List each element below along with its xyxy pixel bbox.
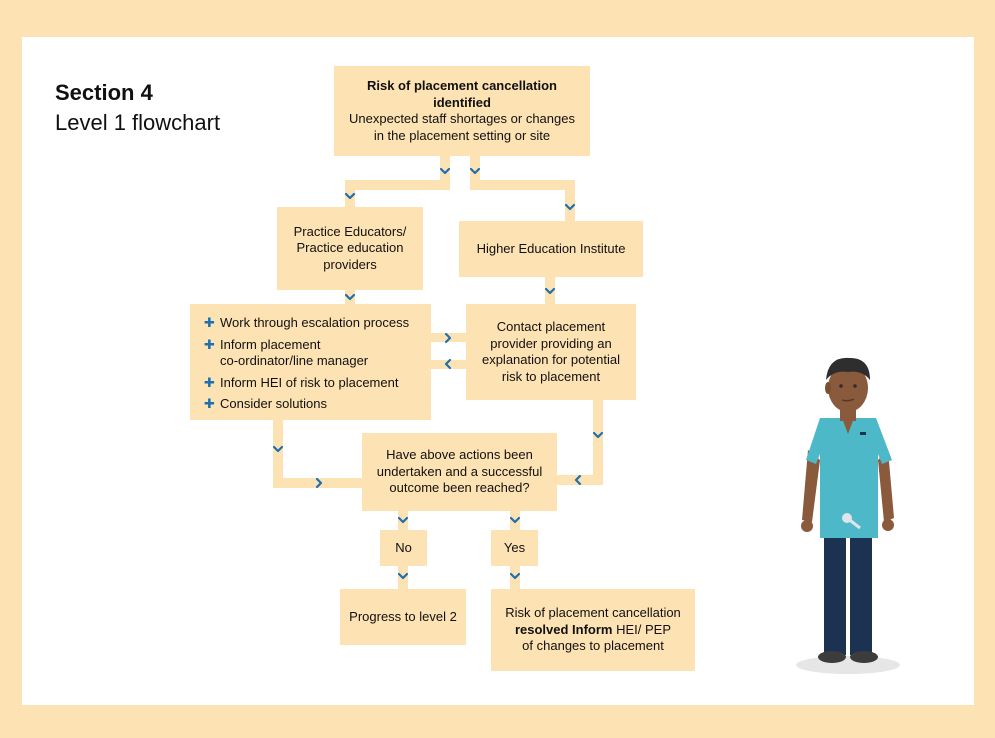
node-contact-provider-label: Contact placement provider providing an … (481, 319, 621, 384)
node-no-label: No (395, 539, 412, 555)
plus-icon: ✚ (204, 336, 215, 352)
node-risk-identified-title: Risk of placement cancellation identifie… (366, 78, 557, 110)
node-decision-label: Have above actions been undertaken and a… (376, 447, 543, 496)
node-progress-level-2: Progress to level 2 (340, 589, 466, 645)
connector (273, 478, 363, 488)
connector (470, 180, 575, 190)
healthcare-worker-illustration (796, 357, 900, 674)
connector (545, 277, 555, 305)
node-hei-label: Higher Education Institute (476, 240, 626, 256)
node-escalation-actions: ✚Work through escalation process ✚Inform… (190, 304, 431, 420)
section-heading: Section 4 (55, 80, 153, 105)
connector (431, 333, 467, 342)
plus-icon: ✚ (204, 315, 215, 330)
plus-icon: ✚ (204, 396, 215, 411)
plus-icon: ✚ (204, 374, 215, 390)
connector (345, 180, 450, 190)
node-progress-level-2-label: Progress to level 2 (349, 608, 457, 624)
node-practice-educators-label: Practice Educators/ Practice education p… (293, 223, 407, 272)
node-risk-identified-body: Unexpected staff shortages or changes in… (349, 111, 575, 143)
node-yes: Yes (491, 530, 538, 566)
connector (565, 180, 575, 222)
node-decision: Have above actions been undertaken and a… (362, 433, 557, 511)
node-higher-education-institute: Higher Education Institute (459, 221, 643, 277)
flowchart-title: Level 1 flowchart (55, 110, 221, 135)
list-item: ✚Inform placement co-ordinator/line mana… (204, 336, 369, 369)
node-contact-provider: Contact placement provider providing an … (466, 304, 636, 400)
connector (556, 475, 603, 485)
node-risk-identified: Risk of placement cancellation identifie… (334, 66, 590, 156)
connector (345, 180, 355, 210)
list-item: ✚Consider solutions (204, 396, 327, 411)
node-yes-label: Yes (503, 539, 526, 555)
list-item: ✚Inform HEI of risk to placement (204, 374, 399, 390)
connector (593, 400, 603, 485)
connector (431, 360, 467, 369)
node-risk-resolved: Risk of placement cancellation resolved … (491, 589, 695, 671)
node-no: No (380, 530, 427, 566)
list-item: ✚Work through escalation process (204, 315, 410, 330)
node-practice-educators: Practice Educators/ Practice education p… (277, 207, 423, 290)
connector (273, 420, 283, 488)
